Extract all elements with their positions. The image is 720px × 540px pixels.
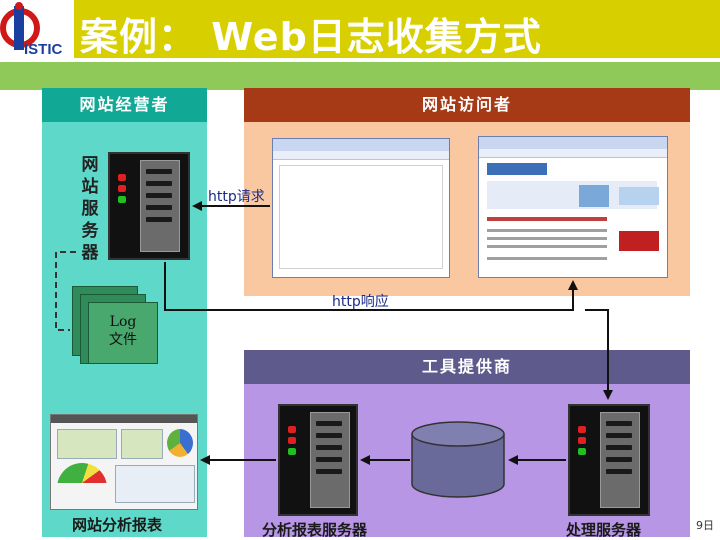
database-icon: [411, 421, 505, 498]
http-request-label: http请求: [208, 189, 265, 205]
report-server-icon: [278, 404, 358, 516]
title-bar: [74, 0, 720, 58]
report-server-label: 分析报表服务器: [262, 521, 368, 539]
site-visitor-header: 网站访问者: [244, 88, 690, 122]
site-operator-header: 网站经营者: [42, 88, 207, 122]
server-to-log-dashed-line: [55, 251, 76, 331]
processing-server-icon: [568, 404, 650, 516]
page-title: 案例： Web日志收集方式: [80, 15, 542, 59]
analysis-report-label: 网站分析报表: [72, 516, 163, 534]
processing-server-label: 处理服务器: [566, 521, 642, 539]
http-response-label: http响应: [332, 294, 389, 310]
analysis-report-image: [50, 414, 198, 510]
http-response-arrow: [164, 262, 578, 311]
web-server-label-text: 网站服务器: [81, 155, 99, 263]
web-server-icon: [108, 152, 190, 260]
istic-logo: ISTIC: [0, 0, 74, 58]
web-server-label: 网站服务器: [80, 154, 100, 264]
log-file-icon: Log 文件: [88, 302, 158, 364]
logo-text: ISTIC: [24, 41, 63, 58]
log-label-line1: Log: [109, 314, 137, 330]
page-footer-fragment: 9日: [696, 519, 714, 532]
blank-browser-window: [272, 138, 450, 278]
log-label-line2: 文件: [109, 332, 137, 348]
to-processing-server-arrow: [585, 309, 613, 400]
green-band: [0, 62, 720, 90]
website-browser-window: [478, 136, 668, 278]
tool-provider-header: 工具提供商: [244, 350, 690, 384]
